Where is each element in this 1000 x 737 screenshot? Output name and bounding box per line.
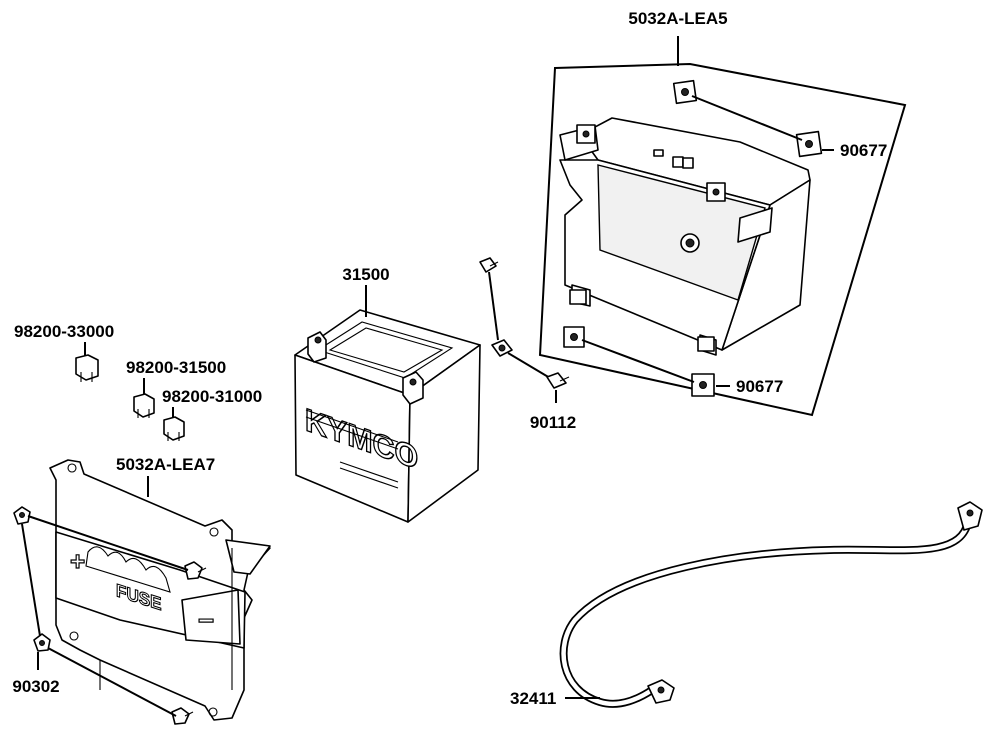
label-fuse-c: 98200-31000 bbox=[162, 387, 262, 406]
clip-nut-box-right bbox=[706, 182, 726, 202]
nut-middle-icon bbox=[491, 339, 513, 357]
bolt-top-icon bbox=[479, 257, 499, 273]
battery-terminal-negative bbox=[402, 371, 424, 405]
battery-side-face bbox=[407, 344, 481, 523]
bolt-chain-line-a bbox=[488, 271, 499, 341]
label-fuse-a: 98200-33000 bbox=[14, 322, 114, 341]
fuse-bracket-group: 5032A-LEA7 + − FUSE bbox=[49, 455, 271, 721]
screw-lower-left-icon bbox=[33, 633, 51, 652]
clip-nut-top-right bbox=[795, 130, 823, 158]
battery-label-lines bbox=[305, 409, 399, 489]
label-ground-cable: 32411 bbox=[510, 689, 556, 708]
cable-terminal-upper bbox=[957, 501, 983, 531]
screw-set-group: 90302 bbox=[12, 506, 207, 725]
clip-nut-box-bottom-left bbox=[569, 289, 587, 305]
battery-box-group: 5032A-LEA5 90677 90677 bbox=[538, 9, 907, 417]
clip-nut-box-left bbox=[576, 124, 596, 144]
clip-leader-upper-a bbox=[691, 95, 803, 141]
screw-bottom-icon bbox=[171, 707, 194, 725]
label-clip-nut-lower: 90677 bbox=[736, 377, 783, 396]
fuse-c-icon bbox=[163, 416, 185, 441]
fuse-a-group: 98200-33000 bbox=[14, 322, 114, 382]
label-battery-box: 5032A-LEA5 bbox=[628, 9, 727, 28]
battery-box bbox=[559, 117, 811, 356]
ground-cable-group: 32411 bbox=[510, 501, 983, 708]
label-battery: 31500 bbox=[342, 265, 389, 284]
bracket-minus-symbol: − bbox=[198, 605, 214, 636]
battery-box-callout-outline bbox=[538, 62, 907, 417]
label-fuse-b: 98200-31500 bbox=[126, 358, 226, 377]
screw-middle-icon bbox=[184, 561, 207, 580]
fuse-b-group: 98200-31500 bbox=[126, 358, 226, 418]
label-fuse-bracket: 5032A-LEA7 bbox=[116, 455, 215, 474]
screw-leader-c bbox=[47, 647, 177, 717]
fuse-b-icon bbox=[133, 393, 155, 418]
clip-nut-lower-right bbox=[691, 373, 715, 397]
clip-nut-top-left bbox=[672, 79, 698, 105]
battery-terminal-positive bbox=[307, 331, 327, 363]
clip-nut-lower-left bbox=[563, 326, 585, 348]
bolt-bottom-icon bbox=[546, 372, 570, 389]
bolt-set-group: 90112 bbox=[479, 257, 576, 432]
clip-leader-lower-a bbox=[581, 339, 695, 383]
cable-terminal-lower bbox=[647, 679, 675, 704]
screw-leader-b bbox=[21, 523, 41, 637]
bracket-plus-symbol: + bbox=[70, 546, 85, 576]
fuse-a-icon bbox=[75, 354, 99, 382]
fuse-bracket bbox=[49, 459, 271, 721]
screw-top-left-icon bbox=[13, 506, 31, 525]
battery-group: KYMCO 31500 bbox=[294, 265, 481, 523]
screw-leader-a bbox=[27, 515, 189, 571]
label-clip-nut-upper: 90677 bbox=[840, 141, 887, 160]
fuse-c-group: 98200-31000 bbox=[162, 387, 262, 441]
clip-nut-box-bottom-right bbox=[697, 336, 715, 352]
label-bolt-set: 90112 bbox=[530, 413, 576, 432]
label-bracket-screw: 90302 bbox=[12, 677, 59, 696]
bolt-chain-line-b bbox=[507, 352, 551, 379]
